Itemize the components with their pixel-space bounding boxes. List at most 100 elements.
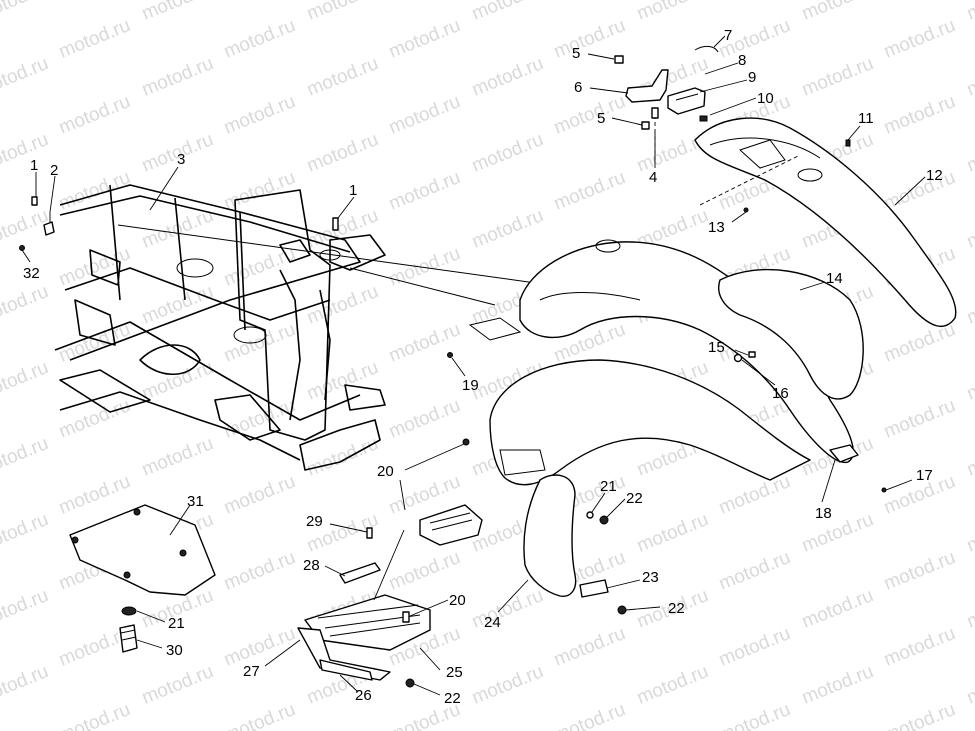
watermark-text: motod.ru [139,53,216,101]
watermark-text: motod.ru [56,319,133,367]
watermark-text: motod.ru [56,15,133,63]
watermark-text: motod.ru [799,509,876,557]
watermark-text: motod.ru [881,547,958,595]
watermark-text: motod.ru [469,585,546,633]
watermark-text: motod.ru [881,15,958,63]
nut-22-b [617,605,627,615]
leader-frame-front-fender [117,224,551,286]
watermark-text: motod.ru [964,585,975,633]
skid-plate-31 [69,504,216,596]
watermark-text: motod.ru [221,471,298,519]
watermark-text: motod.ru [304,0,381,25]
callout-21-skid: 21 [168,615,185,632]
bolt-18-plate [829,444,859,463]
callout-1-frame: 1 [349,182,357,199]
watermark-text: motod.ru [386,243,463,291]
bracket-23 [579,579,609,598]
watermark-text: motod.ru [0,357,51,405]
footrest-25 [304,594,431,651]
watermark-text: motod.ru [551,167,628,215]
leader-lines [21,35,926,696]
rear-fender [694,117,957,327]
watermark-text: motod.ru [881,167,958,215]
bolt-20-top [462,438,470,446]
watermark-text: motod.ru [551,623,628,671]
nut-5-top [614,55,624,64]
watermark-text: motod.ru [964,205,975,253]
watermark-text: motod.ru [799,53,876,101]
fastener-2 [43,212,55,236]
frame-assembly [54,184,386,471]
watermark-text: motod.ru [386,395,463,443]
light-housing-9 [667,87,706,115]
watermark-text: motod.ru [716,699,793,731]
callout-15: 15 [708,339,725,356]
watermark-text: motod.ru [964,357,975,405]
watermark-text: motod.ru [964,129,975,177]
watermark-text: motod.ru [469,53,546,101]
watermark-text: motod.ru [799,661,876,709]
watermark-text: motod.ru [799,0,876,25]
callout-2: 2 [50,162,58,179]
watermark-text: motod.ru [386,319,463,367]
watermark-text: motod.ru [0,53,51,101]
callout-31: 31 [187,493,204,510]
watermark-text: motod.ru [0,129,51,177]
watermark-text: motod.ru [881,699,958,731]
callout-26: 26 [355,687,372,704]
callout-11: 11 [858,110,874,127]
callout-9: 9 [748,69,756,86]
watermark-text: motod.ru [881,395,958,443]
watermark-text: motod.ru [221,623,298,671]
watermark-text: motod.ru [139,357,216,405]
watermark-text: motod.ru [716,547,793,595]
screw-19 [447,352,453,358]
callout-3: 3 [177,151,185,168]
watermark-text: motod.ru [881,91,958,139]
watermark-text: motod.ru [634,509,711,557]
watermark-text: motod.ru [881,623,958,671]
callout-5-top: 5 [572,45,580,62]
callout-32: 32 [23,265,40,282]
callout-labels: 1 2 3 1 32 5 6 5 4 7 8 9 10 11 12 13 14 … [23,27,943,707]
screw-17 [881,487,887,493]
callout-19: 19 [462,377,479,394]
callout-25: 25 [446,664,463,681]
watermark-text: motod.ru [0,661,51,709]
callout-10: 10 [757,90,774,107]
watermark-text: motod.ru [964,0,975,25]
watermark-text: motod.ru [304,129,381,177]
watermark-text: motod.ru [139,433,216,481]
watermark-text: motod.ru [304,357,381,405]
watermark-text: motod.ru [221,167,298,215]
watermark-text: motod.ru [56,471,133,519]
watermark-text: motod.ru [551,699,628,731]
bolt-15 [748,351,756,358]
nut-16 [733,353,743,363]
callout-29: 29 [306,513,323,530]
watermark-text: motod.ru [56,91,133,139]
callout-5-lower: 5 [597,110,605,127]
callout-21-top: 21 [600,478,617,495]
watermark-text: motod.ru [634,661,711,709]
screw-32 [19,245,25,251]
splash-guard-14 [718,268,864,400]
watermark-text: motod.ru [881,319,958,367]
callout-12: 12 [926,167,943,184]
watermark-text: motod.ru [634,0,711,25]
callout-18: 18 [815,505,832,522]
watermark-text: motod.ru [964,509,975,557]
watermark-text: motod.ru [304,433,381,481]
watermark-text: motod.ru [964,433,975,481]
bolt-1-left [31,196,38,206]
callout-30: 30 [166,642,183,659]
watermark-text: motod.ru [221,699,298,731]
watermark-text: motod.ru [469,129,546,177]
callout-13: 13 [708,219,725,236]
nut-5-lower [641,121,650,130]
callout-4: 4 [649,169,657,186]
watermark-text: motod.ru [386,15,463,63]
callout-22-flap: 22 [668,600,685,617]
watermark-text: motod.ru [964,281,975,329]
watermark-text: motod.ru [0,509,51,557]
